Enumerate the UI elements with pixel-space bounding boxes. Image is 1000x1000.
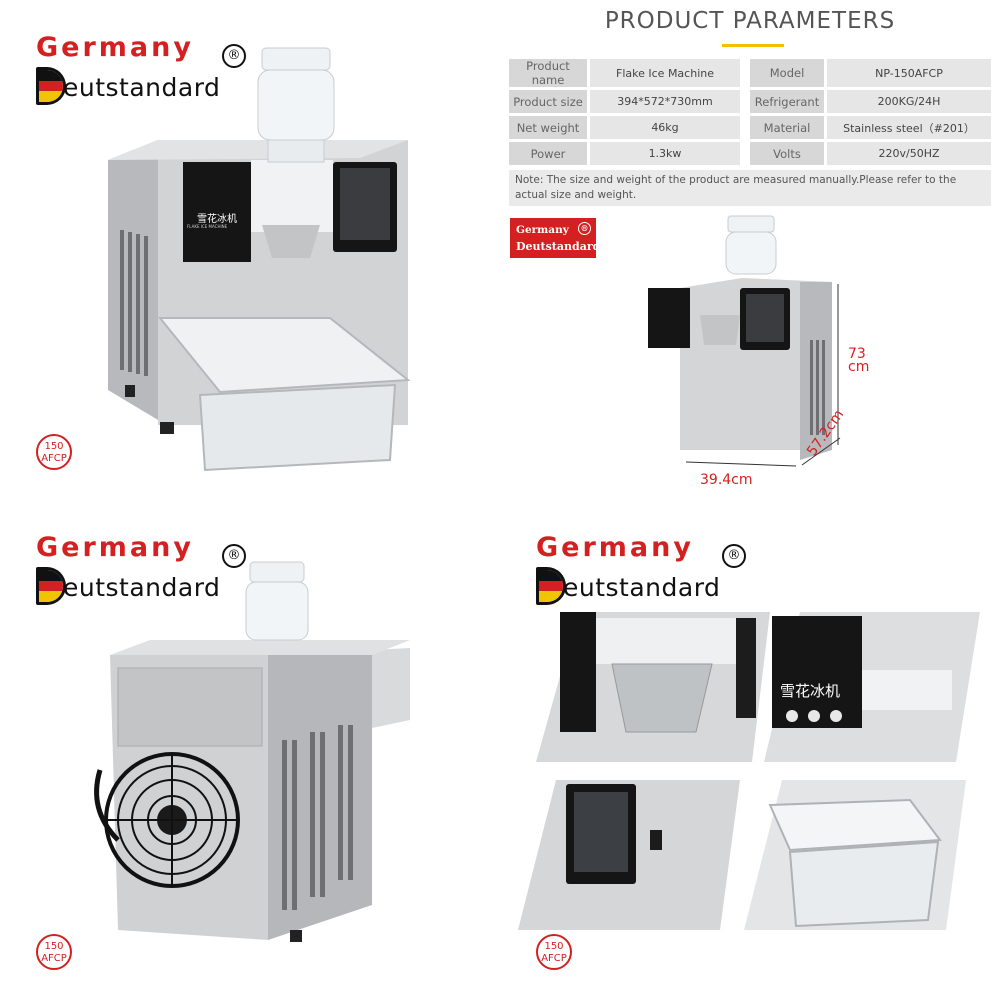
- table-row: Product size 394*572*730mm Refrigerant 2…: [509, 90, 991, 113]
- detail-images: [518, 612, 980, 930]
- mini-brand-logo: Germany ® Deutstandard: [510, 218, 600, 258]
- brand-line2: eutstandard: [63, 73, 221, 102]
- parameters-table: Product name Flake Ice Machine Model NP-…: [506, 56, 994, 168]
- registered-mark: ®: [722, 544, 746, 568]
- brand-logo: Germany eutstandard: [36, 32, 220, 107]
- brand-d-icon: [36, 67, 66, 105]
- panel-chinese-label: 雪花冰机: [197, 214, 237, 225]
- height-dimension: 73 cm: [848, 346, 870, 375]
- title-underline: [722, 44, 784, 47]
- parameters-title: PRODUCT PARAMETERS: [604, 8, 896, 34]
- registered-mark: ®: [222, 44, 246, 68]
- panel-english-label: FLAKE ICE MACHINE: [187, 224, 228, 229]
- detail-panel-chinese-label: 雪花冰机: [780, 682, 841, 700]
- rear-view-panel: Germany eutstandard ® 150 A: [0, 500, 500, 1000]
- front-machine-image: [108, 47, 411, 472]
- width-dimension: 39.4cm: [700, 472, 753, 488]
- dimension-machine-image: [648, 215, 841, 467]
- model-badge: 150 AFCP: [36, 934, 72, 970]
- detail-views-panel: Germany eutstandard ® 雪花冰机 150 AFCP: [500, 500, 1000, 1000]
- parameters-note: Note: The size and weight of the product…: [509, 170, 991, 206]
- model-badge: 150 AFCP: [36, 434, 72, 470]
- registered-mark: ®: [222, 544, 246, 568]
- brand-d-icon: [36, 567, 66, 605]
- model-badge: 150 AFCP: [536, 934, 572, 970]
- parameters-panel: PRODUCT PARAMETERS Product name Flake Ic…: [500, 0, 1000, 500]
- table-row: Product name Flake Ice Machine Model NP-…: [509, 59, 991, 87]
- rear-machine-image: [94, 561, 410, 942]
- brand-logo: Germany eutstandard: [536, 534, 720, 607]
- control-panel: [183, 162, 251, 262]
- table-row: Power 1.3kw Volts 220v/50HZ: [509, 142, 991, 165]
- front-view-panel: Germany eutstandard ® 雪花冰机 FL: [0, 0, 500, 500]
- brand-line1: Germany: [36, 32, 194, 63]
- touchscreen: [340, 168, 390, 240]
- table-row: Net weight 46kg Material Stainless steel…: [509, 116, 991, 139]
- brand-logo: Germany eutstandard: [36, 534, 220, 607]
- brand-d-icon: [536, 567, 566, 605]
